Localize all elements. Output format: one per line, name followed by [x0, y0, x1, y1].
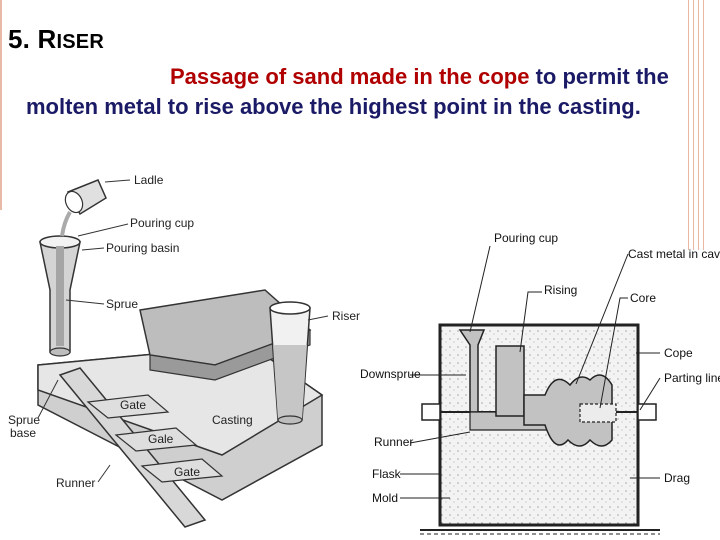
label-runner-right: Runner [374, 435, 413, 449]
label-drag: Drag [664, 471, 690, 485]
title-rest: ISER [56, 31, 104, 53]
title-number: 5. [8, 24, 38, 54]
label-sprue: Sprue [106, 297, 138, 311]
casting-cavity [523, 374, 617, 447]
definition-highlight: Passage of sand made in the cope [170, 64, 530, 89]
right-decorative-lines [688, 0, 708, 250]
right-leader-lines [400, 245, 661, 499]
label-ladle: Ladle [134, 173, 164, 187]
label-parting-line: Parting line [664, 371, 720, 385]
title-first-letter: R [37, 24, 57, 54]
label-cope: Cope [664, 346, 693, 360]
left-leader-lines [37, 179, 329, 483]
label-gate-1: Gate [120, 398, 146, 412]
label-casting: Casting [212, 413, 253, 427]
sprue [39, 235, 81, 357]
casting-block [139, 289, 312, 381]
label-flask: Flask [372, 467, 402, 481]
label-cast-metal: Cast metal in cavity [628, 247, 720, 261]
ladle [60, 179, 107, 237]
mold-base [37, 344, 324, 501]
left-accent-rule [0, 0, 2, 210]
label-rising: Rising [544, 283, 577, 297]
riser [269, 301, 311, 425]
gates [86, 394, 224, 483]
definition-text: Passage of sand made in the cope to perm… [26, 62, 686, 122]
label-sprue-base-2: base [10, 426, 36, 440]
label-pouring-cup-right: Pouring cup [494, 231, 558, 245]
label-core: Core [630, 291, 656, 305]
label-gate-2: Gale [148, 432, 174, 446]
slide-title: 5. RISER [8, 24, 104, 55]
label-sprue-base-1: Sprue [8, 413, 40, 427]
label-runner-left: Runner [56, 476, 95, 490]
rising-column [495, 345, 525, 417]
label-downsprue: Downsprue [360, 367, 421, 381]
label-riser: Riser [332, 309, 360, 323]
label-mold: Mold [372, 491, 398, 505]
label-gate-3: Gate [174, 465, 200, 479]
definition-part2: to [529, 64, 557, 89]
definition-part3: permit the molten metal to rise above th… [26, 64, 669, 119]
label-pouring-basin: Pouring basin [106, 241, 179, 255]
label-pouring-cup-left: Pouring cup [130, 216, 194, 230]
